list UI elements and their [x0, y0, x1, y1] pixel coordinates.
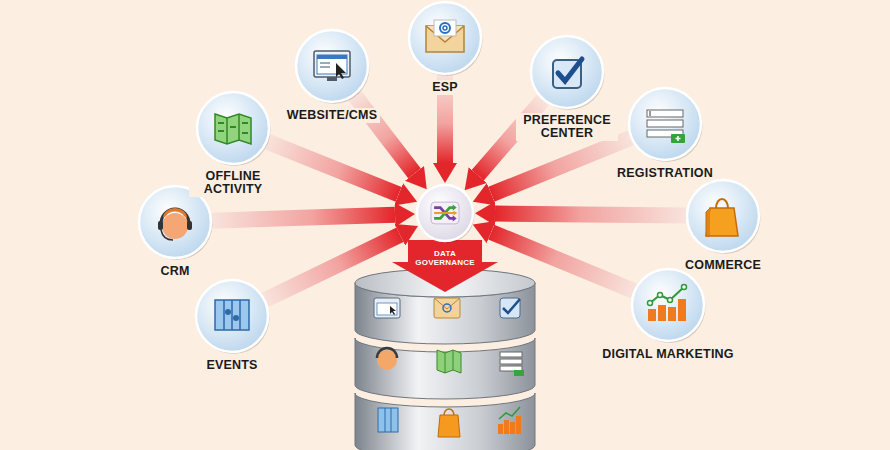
database-tier-icons [374, 298, 524, 437]
data-flow-beam [495, 214, 686, 216]
source-node: DIGITAL MARKETING [589, 266, 747, 362]
pref-icon [528, 33, 606, 111]
node-label: WEBSITE/CMS [284, 108, 380, 123]
node-label: CRM [157, 264, 192, 279]
data-flow-beam [265, 235, 400, 300]
reg-icon [626, 85, 704, 163]
node-label: PREFERENCE CENTER [516, 113, 618, 141]
data-flow-beam [212, 215, 395, 221]
governance-node: DATA GOVERNANCE [409, 182, 481, 269]
source-node: WEBSITE/CMS [273, 27, 391, 123]
data-flow-beam [491, 138, 630, 194]
source-node: COMMERCE [669, 177, 777, 273]
node-label: REGISTRATION [614, 166, 716, 181]
source-node: PREFERENCE CENTER [515, 33, 619, 141]
data-flow-beam [267, 142, 398, 195]
source-node: EVENTS [183, 277, 281, 373]
source-node: CRM [126, 183, 224, 279]
governance-arrow [392, 240, 498, 292]
node-label: OFFLINE ACTIVITY [189, 169, 277, 197]
offline-icon [194, 89, 272, 167]
node-label: DATA GOVERNANCE [413, 249, 477, 267]
commerce-icon [684, 177, 762, 255]
source-node: REGISTRATION [606, 85, 724, 181]
node-label: ESP [429, 80, 461, 95]
source-node: ESP [406, 0, 484, 95]
node-label: DIGITAL MARKETING [599, 347, 736, 362]
events-icon [193, 277, 271, 355]
node-label: COMMERCE [682, 258, 764, 273]
digital-icon [629, 266, 707, 344]
data-flow-beam [491, 232, 634, 291]
node-label: EVENTS [203, 358, 260, 373]
database-cylinder [355, 269, 535, 450]
dg-icon [414, 182, 476, 244]
source-node: OFFLINE ACTIVITY [188, 89, 278, 197]
website-icon [293, 27, 371, 105]
esp-icon [406, 0, 484, 77]
